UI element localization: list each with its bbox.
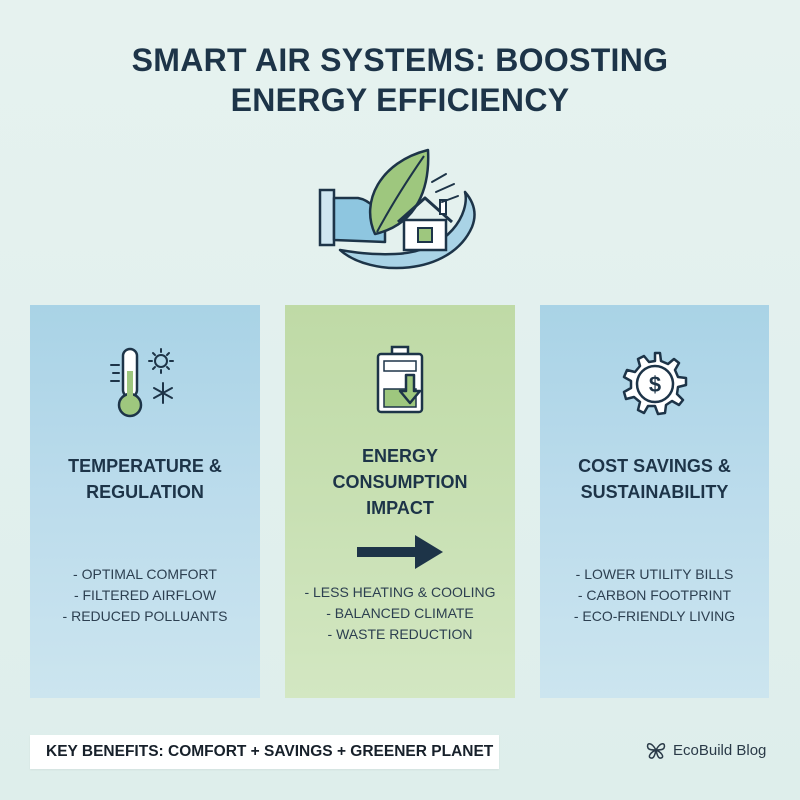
card-bullet-list: - LOWER UTILITY BILLS - CARBON FOOTPRINT… [540,564,769,627]
list-item: - REDUCED POLLUANTS [62,608,228,624]
butterfly-icon [646,743,666,759]
card-bullet-list: - OPTIMAL COMFORT - FILTERED AIRFLOW - R… [30,564,260,627]
card-title: TEMPERATURE & REGULATION [30,453,260,505]
list-item: - LESS HEATING & COOLING [304,584,496,600]
title-line-1: SMART AIR SYSTEMS: BOOSTING [131,42,669,78]
list-item: - ECO-FRIENDLY LIVING [573,608,736,624]
card-title-line: IMPACT [366,498,434,518]
svg-text:$: $ [648,372,660,397]
list-item: - CARBON FOOTPRINT [577,587,732,603]
card-title-line: ENERGY [361,446,439,466]
gear-dollar-icon: $ [622,351,687,416]
card-title: COST SAVINGS & SUSTAINABILITY [540,453,769,505]
title-line-2: ENERGY EFFICIENCY [230,82,570,118]
brand-name: EcoBuild Blog [673,741,767,759]
list-item: - FILTERED AIRFLOW [73,587,217,603]
list-item: - OPTIMAL COMFORT [73,566,217,582]
list-item: - WASTE REDUCTION [327,626,473,642]
card-title-line: SUSTAINABILITY [580,482,729,502]
list-item: - LOWER UTILITY BILLS [575,566,734,582]
card-energy-consumption: ENERGY CONSUMPTION IMPACT - LESS HEATING… [285,305,515,698]
card-bullet-list: - LESS HEATING & COOLING - BALANCED CLIM… [285,582,515,645]
page-title: SMART AIR SYSTEMS: BOOSTING ENERGY EFFIC… [0,40,800,120]
card-title: ENERGY CONSUMPTION IMPACT [285,443,515,521]
list-item: - BALANCED CLIMATE [326,605,474,621]
card-cost-savings: $ COST SAVINGS & SUSTAINABILITY - LOWER … [540,305,769,698]
brand-logo[interactable]: EcoBuild Blog [645,737,766,763]
thermometer-sun-snowflake-icon [110,347,174,418]
key-benefits-banner: KEY BENEFITS: COMFORT + SAVINGS + GREENE… [30,735,499,769]
right-arrow-icon [357,535,443,569]
battery-down-arrow-icon [376,345,424,414]
card-title-line: REGULATION [86,482,204,502]
card-temperature-regulation: TEMPERATURE & REGULATION - OPTIMAL COMFO… [30,305,260,698]
card-title-line: CONSUMPTION [332,472,468,492]
card-title-line: COST SAVINGS & [578,456,731,476]
eco-home-airflow-icon [318,148,476,270]
card-title-line: TEMPERATURE & [68,456,222,476]
